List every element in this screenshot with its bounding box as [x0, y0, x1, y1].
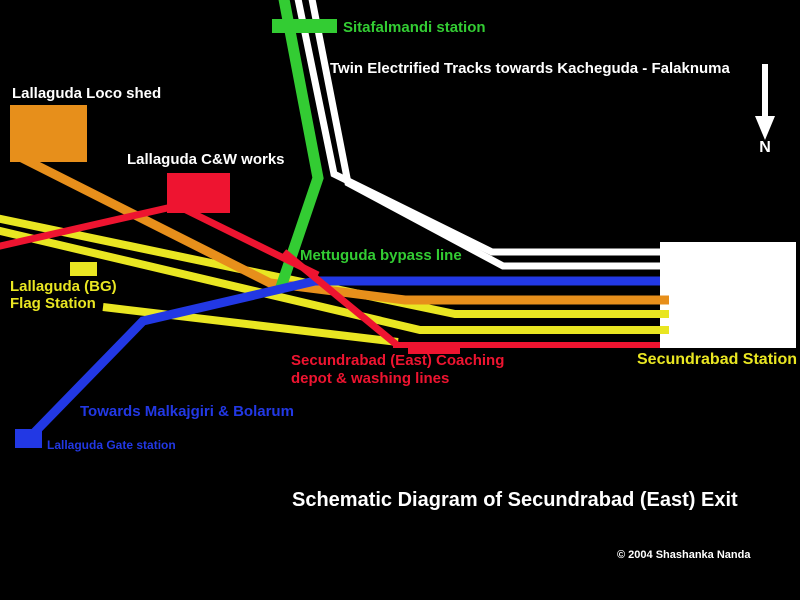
- twin-electrified-tracks: [294, 0, 664, 270]
- sitafalmandi-station-marker: [272, 19, 337, 33]
- coaching-depot-label-line1: Secundrabad (East) Coaching: [291, 352, 505, 369]
- white-track-1: [294, 0, 664, 256]
- yard-line-3: [102, 303, 399, 346]
- cw-works-marker: [167, 173, 230, 213]
- gate-station-label: Lallaguda Gate station: [47, 438, 176, 452]
- twin-tracks-label: Twin Electrified Tracks towards Kachegud…: [330, 60, 730, 77]
- copyright-notice: © 2004 Shashanka Nanda: [617, 549, 751, 561]
- diagram-title: Schematic Diagram of Secundrabad (East) …: [292, 489, 738, 511]
- mettuguda-bypass-line: [274, 0, 324, 292]
- washing-lines-block: [408, 347, 460, 354]
- cw-works-line-west: [0, 200, 186, 250]
- cw-works-label: Lallaguda C&W works: [127, 151, 285, 168]
- platform-stubs: [658, 295, 669, 334]
- coaching-branch: [281, 249, 400, 348]
- coaching-depot-lines: [0, 200, 662, 348]
- yard-lines-yellow: [0, 214, 664, 346]
- yard-line-2: [0, 226, 664, 334]
- flag-station-label-line2: Flag Station: [10, 295, 96, 312]
- coaching-depot-label-line2: depot & washing lines: [291, 370, 450, 387]
- north-arrow-icon: [755, 64, 775, 140]
- malkajgiri-line: [29, 276, 662, 438]
- north-label: N: [759, 139, 771, 156]
- white-track-2: [308, 0, 664, 270]
- malkajgiri-label: Towards Malkajgiri & Bolarum: [80, 403, 294, 420]
- secundrabad-station-label: Secundrabad Station: [637, 351, 798, 368]
- coaching-depot-label: Secundrabad (East) Coaching depot & wash…: [291, 352, 504, 388]
- gate-station-marker: [15, 429, 42, 448]
- flag-station-label-line1: Lallaguda (BG): [10, 278, 117, 295]
- loco-shed-marker: [10, 105, 87, 162]
- sitafalmandi-station-label: Sitafalmandi station: [343, 19, 486, 36]
- yard-line-1: [0, 214, 664, 318]
- secundrabad-station-marker: [660, 242, 796, 348]
- flag-station-label: Lallaguda (BG) Flag Station: [10, 278, 117, 312]
- loco-shed-label: Lallaguda Loco shed: [12, 85, 162, 102]
- mettuguda-bypass-label: Mettuguda bypass line: [300, 247, 462, 264]
- flag-station-marker: [70, 262, 97, 276]
